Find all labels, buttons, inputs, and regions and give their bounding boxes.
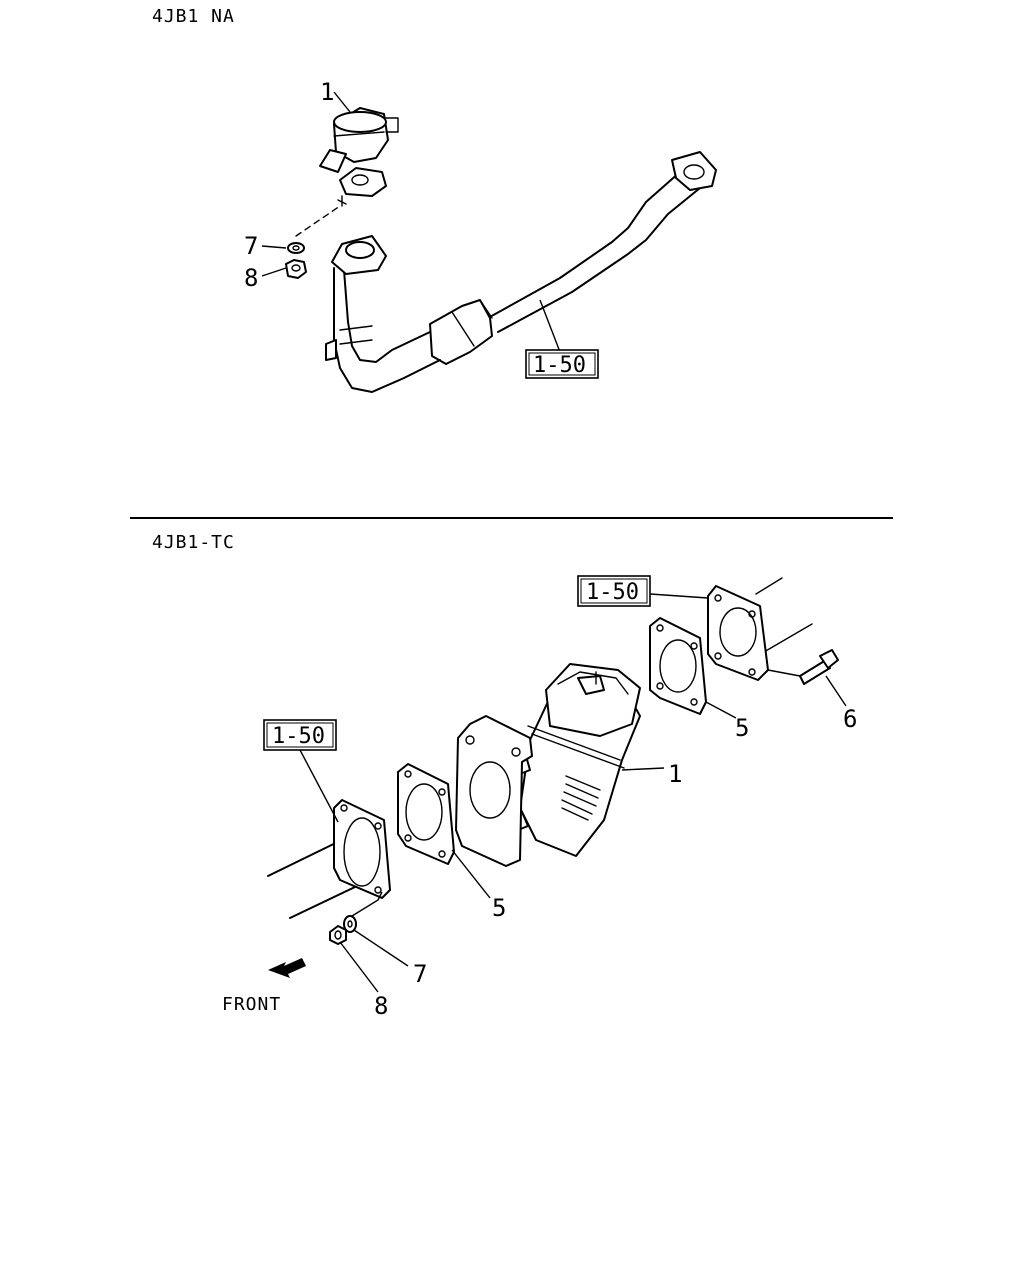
callout-7-na: 7 bbox=[244, 232, 258, 260]
callout-1-na: 1 bbox=[320, 78, 334, 106]
callout-5-rear: 5 bbox=[735, 714, 749, 742]
callout-8-na: 8 bbox=[244, 264, 258, 292]
reference-box-1-50-tc-front: 1-50 bbox=[263, 719, 337, 751]
nut-8-tc bbox=[329, 925, 347, 945]
washer-7-na bbox=[287, 242, 305, 254]
gasket-5-rear bbox=[649, 617, 707, 715]
reference-label-tc-rear: 1-50 bbox=[586, 580, 639, 605]
nut-8-na bbox=[285, 259, 307, 279]
section-title-na: 4JB1 NA bbox=[152, 6, 235, 27]
catalytic-converter-tc bbox=[489, 663, 641, 857]
gasket-5-front bbox=[397, 763, 455, 865]
exhaust-pipe-na bbox=[325, 151, 717, 393]
catalytic-converter-na bbox=[319, 107, 399, 207]
front-pipe-tc bbox=[267, 799, 391, 919]
reference-box-1-50-tc-rear: 1-50 bbox=[577, 575, 651, 607]
front-arrow-icon bbox=[268, 958, 306, 978]
callout-8-tc: 8 bbox=[374, 992, 388, 1020]
callout-1-tc: 1 bbox=[668, 760, 682, 788]
section-title-tc: 4JB1-TC bbox=[152, 532, 235, 553]
converter-inlet-flange bbox=[455, 715, 533, 867]
reference-label-na: 1-50 bbox=[533, 353, 586, 378]
reference-label-tc-front: 1-50 bbox=[272, 724, 325, 749]
callout-7-tc: 7 bbox=[413, 960, 427, 988]
callout-6: 6 bbox=[843, 705, 857, 733]
callout-5-front: 5 bbox=[492, 894, 506, 922]
rear-pipe-tc bbox=[707, 577, 813, 681]
washer-7-tc bbox=[343, 915, 357, 933]
reference-box-1-50-na: 1-50 bbox=[525, 349, 599, 379]
front-direction-label: FRONT bbox=[222, 994, 281, 1015]
bolt-6 bbox=[799, 649, 839, 685]
